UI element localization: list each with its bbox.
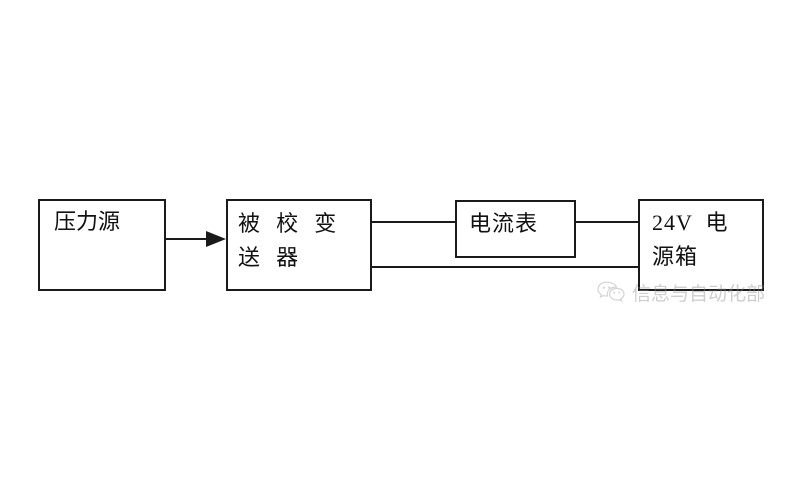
connector-transmitter-to-ammeter bbox=[372, 221, 456, 223]
wechat-logo-icon bbox=[596, 280, 626, 306]
block-ammeter-label: 电流表 bbox=[469, 211, 539, 236]
connector-source-to-transmitter bbox=[166, 238, 218, 240]
block-power-supply: 24V 电 源箱 bbox=[638, 199, 764, 291]
block-transmitter-under-calibration: 被 校 变 送 器 bbox=[226, 199, 372, 291]
arrow-right-icon bbox=[206, 231, 226, 247]
block-pressure-source-label: 压力源 bbox=[54, 209, 121, 234]
block-transmitter-label: 被 校 变 送 器 bbox=[238, 211, 353, 270]
block-pressure-source: 压力源 bbox=[38, 199, 166, 291]
block-ammeter: 电流表 bbox=[455, 200, 576, 258]
block-power-supply-label: 24V 电 源箱 bbox=[652, 210, 729, 269]
connector-ammeter-to-power bbox=[576, 221, 639, 223]
connector-transmitter-to-power-return bbox=[372, 266, 639, 268]
